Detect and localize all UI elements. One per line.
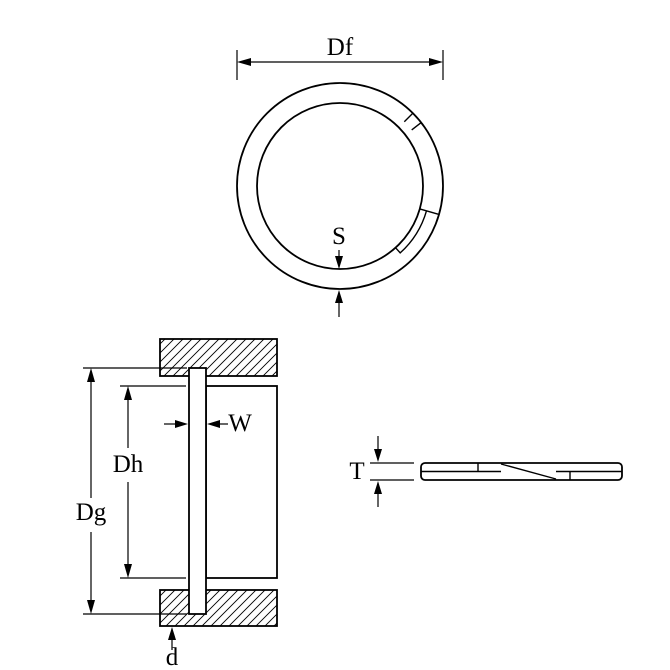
edge-spiral-crossover — [500, 463, 557, 480]
arrow-down-icon — [335, 256, 343, 269]
arrow-left-icon — [237, 58, 251, 66]
dimension-t: T — [349, 436, 414, 507]
housing-upper-hatched-block — [159, 338, 278, 377]
ring-inner-circle — [256, 102, 424, 270]
ring-cross-section-bar — [188, 367, 207, 615]
arrow-right-icon — [175, 420, 188, 428]
dimension-dh: Dh — [113, 385, 186, 579]
arrow-up-icon — [168, 627, 176, 640]
arrow-up-icon — [335, 290, 343, 303]
dimension-df: Df — [236, 34, 444, 80]
arrow-left-icon — [207, 420, 220, 428]
arrow-down-icon — [374, 449, 382, 462]
ring-outer-circle — [236, 82, 444, 290]
arrow-right-icon — [429, 58, 443, 66]
label-d: d — [166, 644, 179, 670]
arrow-down-icon — [124, 564, 132, 578]
label-w: W — [228, 410, 252, 437]
spiral-inner-end-marks — [394, 208, 440, 254]
label-df: Df — [327, 34, 354, 61]
label-s: S — [332, 223, 346, 250]
spiral-outer-end-marks — [403, 112, 422, 131]
ring-edge-view — [420, 462, 623, 481]
dimension-w: W — [164, 410, 252, 437]
dimension-d: d — [166, 627, 179, 670]
arrow-up-icon — [124, 386, 132, 400]
dimension-dg: Dg — [76, 367, 187, 615]
installed-section-view — [159, 338, 278, 627]
housing-lower-hatched-block — [159, 589, 278, 627]
label-t: T — [349, 458, 364, 485]
dimension-s: S — [332, 223, 346, 317]
ring-front-view — [236, 82, 444, 290]
label-dh: Dh — [113, 451, 144, 478]
label-dg: Dg — [76, 499, 107, 526]
arrow-up-icon — [374, 481, 382, 494]
arrow-up-icon — [87, 368, 95, 382]
arrow-down-icon — [87, 600, 95, 614]
retained-part-rect — [205, 385, 278, 579]
